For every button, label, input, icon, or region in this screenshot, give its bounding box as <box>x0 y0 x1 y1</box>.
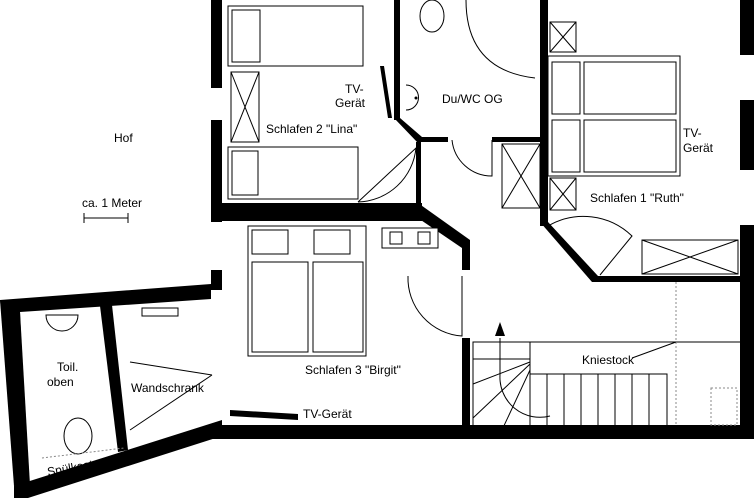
label-room-wc: Du/WC OG <box>442 92 503 106</box>
label-toilet-2: oben <box>47 375 74 389</box>
label-wandschrank: Wandschrank <box>131 381 205 395</box>
label-room-birgit: Schlafen 3 "Birgit" <box>305 363 401 377</box>
furniture <box>41 0 740 459</box>
label-tv-lina-2: Gerät <box>335 96 366 110</box>
label-scale: ca. 1 Meter <box>82 196 142 210</box>
label-tv-ruth-2: Gerät <box>683 141 714 155</box>
label-tv-lina-1: TV- <box>345 82 364 96</box>
label-room-lina: Schlafen 2 "Lina" <box>266 122 357 136</box>
label-tv-birgit: TV-Gerät <box>303 407 352 421</box>
label-tv-ruth-1: TV- <box>683 126 702 140</box>
label-hof: Hof <box>114 131 133 145</box>
label-toilet-1: Toil. <box>57 360 78 374</box>
label-kniestock: Kniestock <box>582 353 635 367</box>
label-room-ruth: Schlafen 1 "Ruth" <box>590 191 684 205</box>
